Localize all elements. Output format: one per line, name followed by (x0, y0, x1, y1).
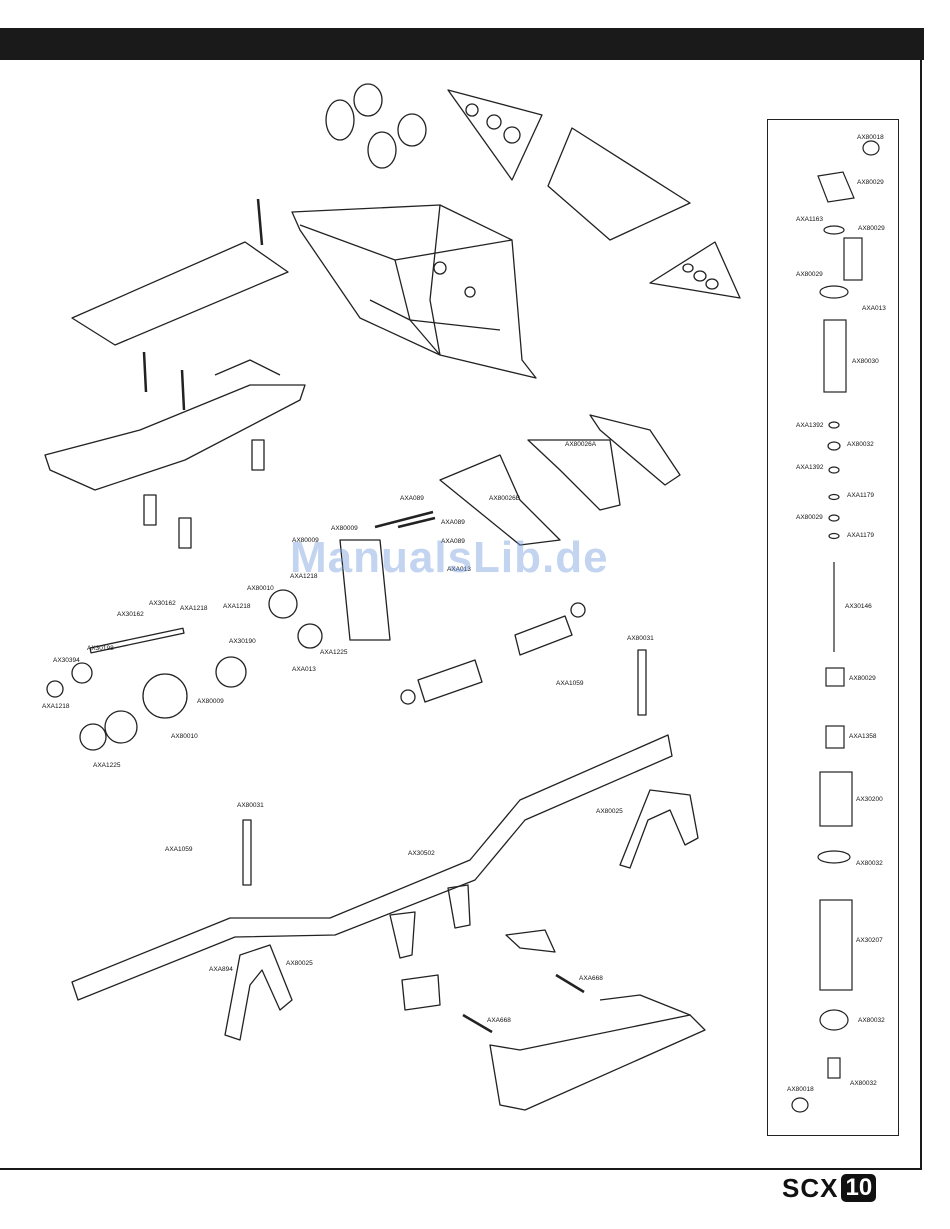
part-label: AX80009 (197, 698, 224, 705)
triangle-panel-top (447, 89, 543, 181)
part-label: AXA1218 (180, 605, 208, 612)
legend-label: AX80029 (857, 179, 884, 186)
legend-label: AXA013 (862, 305, 886, 312)
frame-right-border (920, 60, 922, 1170)
upper-link-mount (439, 454, 561, 546)
legend-label: AXA1179 (847, 492, 874, 499)
square-panel (547, 127, 691, 241)
legend-label: AX80018 (857, 134, 884, 141)
legend-label: AXA1392 (796, 464, 824, 471)
legend-label: AX80029 (796, 271, 823, 278)
part-label: AX80031 (237, 802, 264, 809)
legend-label: AX80029 (849, 675, 876, 682)
shock-parts-legend (767, 119, 899, 1136)
part-label: AXA089 (400, 495, 424, 502)
part-label: AX80009 (331, 525, 358, 532)
shock-tower-front (224, 944, 293, 1041)
part-label: AXA1225 (320, 649, 348, 656)
legend-label: AX80018 (787, 1086, 814, 1093)
part-label: AXA1218 (42, 703, 70, 710)
legend-label: AX80029 (796, 514, 823, 521)
part-label: AXA1218 (223, 603, 251, 610)
brand-logo: SCX 10 (782, 1172, 877, 1203)
part-label: AX30162 (117, 611, 144, 618)
part-label: AX30502 (408, 850, 435, 857)
part-label: AX80025 (596, 808, 623, 815)
skid-plate (71, 241, 289, 346)
brand-text: SCX (782, 1172, 839, 1203)
legend-label: AX30146 (845, 603, 872, 610)
legend-label: AXA1392 (796, 422, 824, 429)
shock-assembly-drawing (791, 140, 880, 1113)
legend-label: AX80032 (856, 860, 883, 867)
legend-label: AXA1179 (847, 532, 874, 539)
part-label: AX80010 (247, 585, 274, 592)
part-label: AXA668 (579, 975, 603, 982)
lower-chassis (44, 384, 306, 491)
part-label: AXA013 (292, 666, 316, 673)
part-label: AX80025 (286, 960, 313, 967)
front-bumper (489, 1014, 706, 1111)
legend-label: AX80032 (858, 1017, 885, 1024)
frame-rail (71, 734, 673, 1001)
legend-label: AX30207 (856, 937, 883, 944)
legend-label: AX80032 (847, 441, 874, 448)
legend-label: AX80029 (858, 225, 885, 232)
part-label: AX80010 (171, 733, 198, 740)
watermark: ManualsLib.de (290, 533, 609, 582)
part-label: AXA013 (447, 566, 471, 573)
part-label: AX80026B (489, 495, 521, 502)
part-label: AXA668 (487, 1017, 511, 1024)
legend-label: AXA1358 (849, 733, 877, 740)
shock-tower-rear (619, 789, 699, 869)
part-label: AX30162 (149, 600, 176, 607)
frame-bottom-border (0, 1168, 922, 1170)
transmission-case (339, 539, 391, 641)
triangle-panel-right (649, 241, 741, 299)
gear (268, 589, 298, 619)
legend-label: AX80030 (852, 358, 879, 365)
legend-label: AX30200 (856, 796, 883, 803)
part-label: AXA089 (441, 538, 465, 545)
part-label: AXA894 (209, 966, 233, 973)
header-bar (0, 28, 924, 60)
part-label: AXA1225 (93, 762, 121, 769)
part-label: AX30190 (229, 638, 256, 645)
part-label: AXA1059 (556, 680, 584, 687)
part-label: AX80031 (627, 635, 654, 642)
part-label: AXA1218 (290, 573, 318, 580)
part-label: AXA089 (441, 519, 465, 526)
part-label: AX30394 (53, 657, 80, 664)
part-label: AX80026A (565, 441, 597, 448)
light-bucket (325, 99, 355, 141)
part-label: AX80009 (292, 537, 319, 544)
brand-boxed-number: 10 (841, 1174, 877, 1202)
legend-label: AX80032 (850, 1080, 877, 1087)
roll-cage (291, 204, 537, 379)
part-label: AX30198 (87, 645, 114, 652)
legend-label: AXA1163 (796, 216, 823, 223)
part-label: AXA1059 (165, 846, 193, 853)
